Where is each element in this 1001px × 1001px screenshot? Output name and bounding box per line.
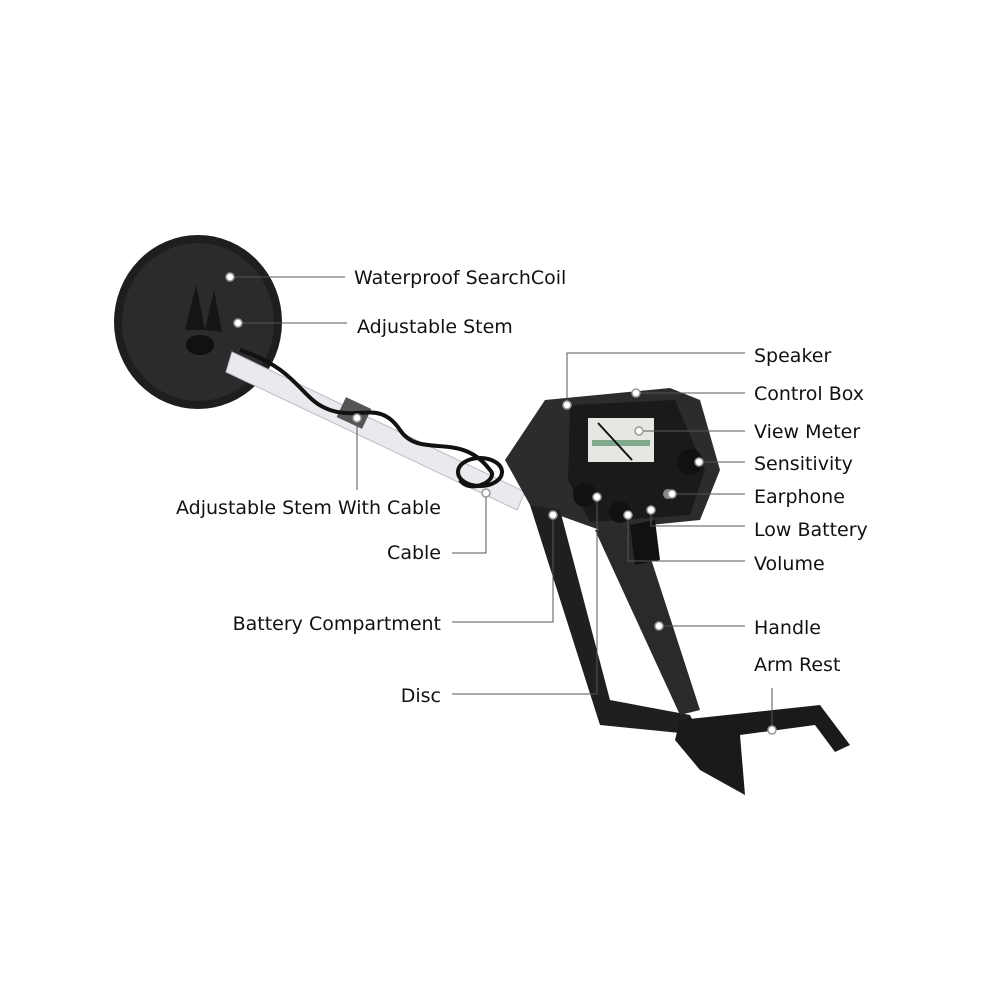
label-volume: Volume [754,553,825,575]
stem [225,348,526,511]
label-disc: Disc [400,685,441,707]
label-speaker: Speaker [754,345,832,367]
disc-knob [573,483,597,507]
label-searchcoil: Waterproof SearchCoil [354,267,567,289]
label-sensitivity: Sensitivity [754,453,853,475]
label-low-battery: Low Battery [754,519,868,541]
label-adjustable-stem: Adjustable Stem [357,316,513,338]
label-arm-rest: Arm Rest [754,654,841,676]
handle-assembly [530,505,850,795]
leader-lines [230,276,773,730]
label-handle: Handle [754,617,822,639]
callout-dots [225,272,777,735]
arm-rest [675,705,850,795]
label-earphone: Earphone [754,486,845,508]
label-control-box: Control Box [754,383,865,405]
label-battery-compartment: Battery Compartment [232,613,441,635]
sensitivity-knob [677,449,703,475]
label-view-meter: View Meter [754,421,861,443]
label-cable: Cable [387,542,441,564]
label-stem-with-cable: Adjustable Stem With Cable [176,497,441,519]
